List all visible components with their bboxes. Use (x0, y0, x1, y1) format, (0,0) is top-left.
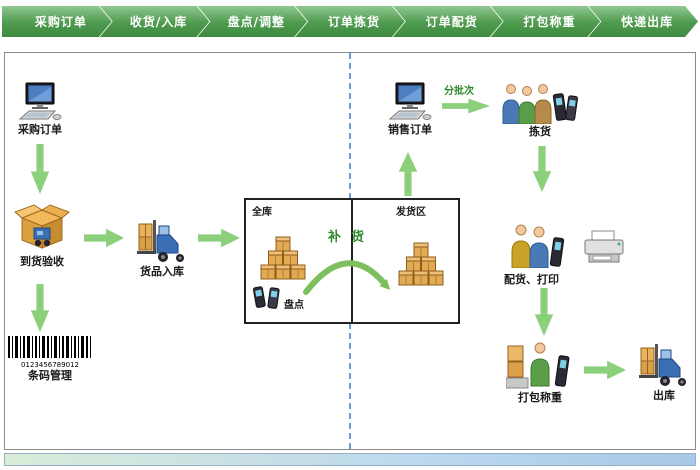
picking-node: 拣货 (500, 82, 580, 139)
batch-label: 分批次 (444, 86, 474, 97)
arrival-check-label: 到货验收 (20, 255, 64, 268)
banner-step-pack-weigh: 打包称重 (491, 6, 601, 37)
pack-weigh-icon (506, 342, 570, 389)
allocate-print-label: 配货、打印 (504, 273, 559, 286)
goods-inbound-label: 货品入库 (140, 265, 184, 278)
barcode-mgmt-node: 0123456789012 条码管理 (4, 334, 96, 383)
process-step-banner: 采购订单 收货/入库 盘点/调整 订单拣货 订单配货 打包称重 快递出库 (2, 6, 698, 37)
replenish-label: 补货 (327, 230, 374, 245)
box-pyramid-icon (260, 236, 306, 280)
carton-box-icon (14, 204, 70, 249)
people-group-icon (502, 84, 578, 124)
handheld-scanner-pair-icon (252, 286, 280, 309)
banner-step-stocktake-adjust: 盘点/调整 (197, 6, 307, 37)
box-pyramid-icon (398, 242, 444, 286)
people-pair-icon (511, 224, 565, 268)
banner-step-express-outbound: 快递出库 (588, 6, 698, 37)
forklift-icon (639, 344, 686, 386)
sales-order-node: 销售订单 (382, 82, 438, 137)
zone-whole-label: 全库 (252, 207, 272, 218)
pack-weigh-label: 打包称重 (518, 391, 562, 404)
outbound-node: 出库 (634, 340, 694, 403)
picking-label: 拣货 (529, 125, 551, 138)
stocktake-label: 盘点 (284, 300, 304, 311)
banner-step-order-pick: 订单拣货 (295, 6, 405, 37)
bottom-status-bar (4, 453, 696, 466)
purchase-order-node: 采购订单 (12, 82, 68, 137)
pack-weigh-node: 打包称重 (504, 338, 576, 405)
sales-order-label: 销售订单 (388, 123, 432, 136)
barcode-mgmt-label: 条码管理 (28, 369, 72, 382)
banner-step-receive-inbound: 收货/入库 (100, 6, 210, 37)
purchase-order-label: 采购订单 (18, 123, 62, 136)
banner-step-purchase-order: 采购订单 (2, 6, 112, 37)
forklift-icon (137, 220, 184, 262)
computer-icon (388, 82, 432, 120)
replenish-arc-arrow-icon (303, 260, 390, 295)
banner-step-order-allocate: 订单配货 (393, 6, 503, 37)
barcode-digits: 0123456789012 (21, 361, 79, 368)
arrival-check-node: 到货验收 (10, 198, 74, 269)
printer-icon (584, 230, 624, 263)
barcode-icon: 0123456789012 (8, 336, 91, 368)
goods-inbound-node: 货品入库 (130, 216, 194, 279)
zone-ship-label: 发货区 (396, 207, 426, 218)
outbound-label: 出库 (653, 389, 675, 402)
computer-icon (18, 82, 62, 120)
